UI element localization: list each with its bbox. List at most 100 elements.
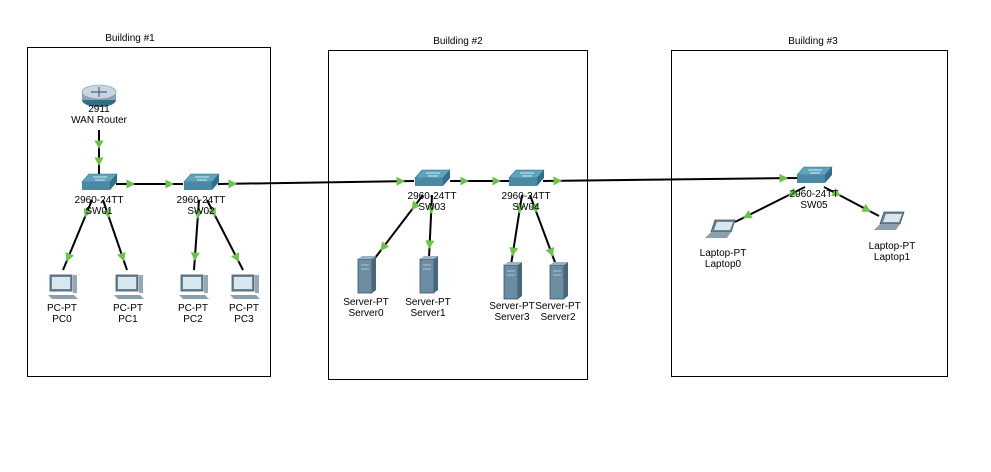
device-model: 2960-24TT	[789, 189, 839, 200]
link-up-indicator	[427, 205, 436, 214]
router-icon[interactable]	[81, 84, 117, 107]
link-up-indicator	[207, 207, 216, 217]
device-model: 2911	[88, 104, 110, 115]
link-up-indicator	[861, 203, 871, 212]
switch-icon[interactable]	[183, 173, 220, 190]
device-name: Laptop1	[873, 252, 911, 263]
device-model: PC-PT	[113, 303, 143, 314]
server-icon[interactable]	[419, 256, 438, 294]
device-model: Laptop-PT	[868, 241, 916, 252]
server-icon[interactable]	[357, 256, 376, 294]
device-name: SW02	[187, 206, 215, 217]
server-icon[interactable]	[503, 262, 522, 300]
link-up-indicator	[83, 208, 93, 218]
switch-icon[interactable]	[796, 166, 833, 183]
building-b2	[328, 50, 588, 380]
device-name: Server1	[410, 308, 446, 319]
link-up-indicator	[94, 157, 104, 166]
device-name: WAN Router	[71, 115, 127, 126]
link-up-indicator	[65, 252, 74, 262]
device-name: SW01	[85, 206, 113, 217]
building-title: Building #1	[105, 33, 155, 44]
link-up-indicator	[425, 240, 435, 249]
link-up-indicator	[553, 176, 562, 186]
device-name: PC2	[183, 314, 203, 325]
building-b1	[27, 47, 271, 377]
link-up-indicator	[788, 187, 798, 196]
device-name: Laptop0	[704, 259, 742, 270]
switch-icon[interactable]	[508, 169, 545, 186]
link-up-indicator	[529, 203, 538, 213]
device-name: Server2	[540, 312, 576, 323]
device-model: 2960-24TT	[74, 195, 124, 206]
link-up-indicator	[460, 176, 469, 186]
switch-icon[interactable]	[81, 173, 118, 190]
pc-icon[interactable]	[179, 274, 209, 299]
link-up-indicator	[126, 179, 135, 189]
device-model: Server-PT	[535, 301, 581, 312]
device-name: PC1	[118, 314, 138, 325]
device-model: Server-PT	[489, 301, 535, 312]
device-model: Server-PT	[405, 297, 451, 308]
device-name: SW03	[418, 202, 446, 213]
laptop-icon[interactable]	[705, 219, 736, 238]
link-up-indicator	[515, 204, 525, 214]
device-name: SW05	[800, 200, 828, 211]
link-up-indicator	[509, 247, 519, 257]
device-name: PC0	[52, 314, 72, 325]
device-model: 2960-24TT	[407, 191, 457, 202]
link-up-indicator	[228, 179, 237, 189]
link-up-indicator	[102, 208, 111, 218]
link-up-indicator	[779, 173, 788, 183]
server-icon[interactable]	[549, 262, 568, 300]
device-name: Server3	[494, 312, 530, 323]
link-up-indicator	[380, 241, 390, 251]
pc-icon[interactable]	[48, 274, 78, 299]
building-title: Building #2	[433, 36, 483, 47]
link-up-indicator	[831, 187, 841, 196]
link-sw04-sw05[interactable]	[542, 177, 798, 182]
device-name: SW04	[512, 202, 540, 213]
device-model: Laptop-PT	[699, 248, 747, 259]
link-sw02-sw03[interactable]	[217, 180, 415, 185]
device-model: 2960-24TT	[176, 195, 226, 206]
device-model: PC-PT	[229, 303, 259, 314]
pc-icon[interactable]	[114, 274, 144, 299]
device-name: Server0	[348, 308, 384, 319]
laptop-icon[interactable]	[874, 211, 905, 230]
building-title: Building #3	[788, 36, 838, 47]
device-model: Server-PT	[343, 297, 389, 308]
switch-icon[interactable]	[414, 169, 451, 186]
link-up-indicator	[94, 140, 104, 149]
link-up-indicator	[396, 176, 405, 186]
link-up-indicator	[190, 252, 200, 261]
link-up-indicator	[411, 200, 421, 211]
link-up-indicator	[231, 252, 239, 262]
pc-icon[interactable]	[230, 274, 260, 299]
link-up-indicator	[165, 179, 174, 189]
link-up-indicator	[117, 252, 126, 262]
device-name: PC3	[234, 314, 254, 325]
device-model: PC-PT	[178, 303, 208, 314]
link-up-indicator	[545, 247, 555, 257]
link-up-indicator	[193, 210, 203, 219]
device-model: PC-PT	[47, 303, 77, 314]
device-model: 2960-24TT	[501, 191, 551, 202]
